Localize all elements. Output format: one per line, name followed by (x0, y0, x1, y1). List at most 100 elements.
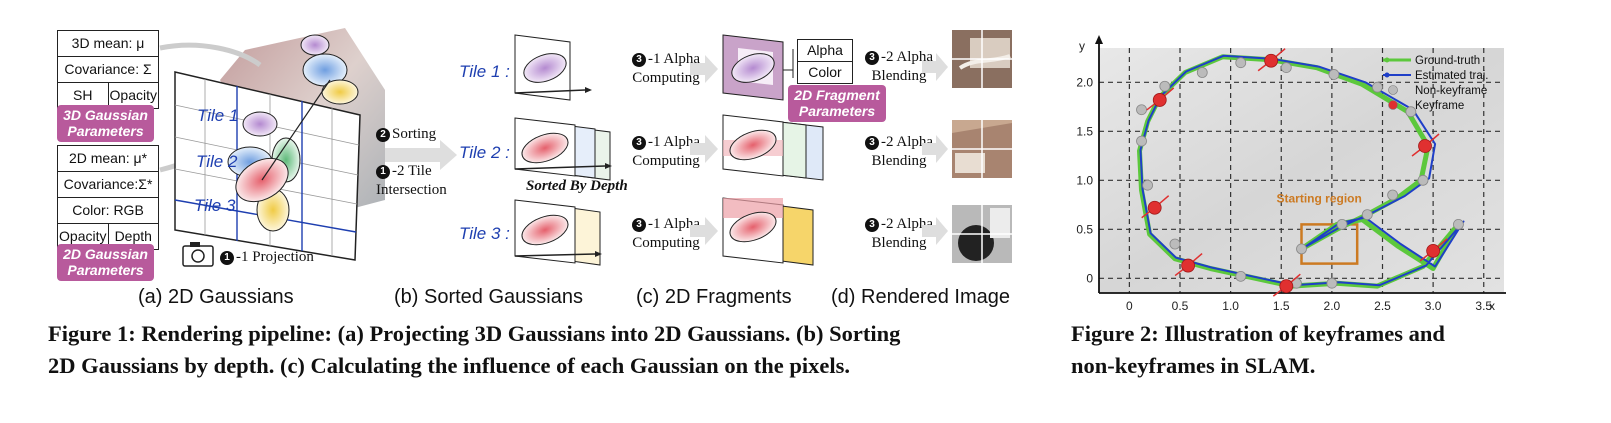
figure-2-caption-line-1: Figure 2: Illustration of keyframes and (1071, 318, 1445, 349)
fragment-tile-1 (723, 35, 783, 100)
nonkeyframe-point (1453, 219, 1463, 229)
nonkeyframe-point (1160, 81, 1170, 91)
step-arrow-ab (385, 140, 460, 170)
alpha-blending-text-2: Blending (872, 68, 927, 84)
params-2d-table: 2D mean: μ* Covariance:Σ* Color: RGB Opa… (57, 145, 159, 250)
keyframe-point (1182, 259, 1195, 272)
nonkeyframe-point (1143, 180, 1153, 190)
tile-3-label-a: Tile 3 (194, 196, 235, 216)
legend-entry-label: Keyframe (1415, 100, 1464, 112)
subcaption-a: (a) 2D Gaussians (138, 286, 294, 309)
params-2d-title: 2D Gaussian Parameters (57, 244, 154, 281)
figure-1-caption-line-2: 2D Gaussians by depth. (c) Calculating t… (48, 350, 850, 381)
y-tick-label: 1.0 (1076, 173, 1093, 187)
panel-a-drawing (150, 20, 385, 285)
mean-2d: 2D mean: μ* (58, 146, 158, 171)
nonkeyframe-point (1388, 190, 1398, 200)
legend-entry-label: Ground-truth (1415, 55, 1480, 67)
step-badge: 3 (865, 136, 879, 150)
alpha-blending-text-2: Blending (872, 153, 927, 169)
nonkeyframe-point (1236, 271, 1246, 281)
x-axis-label: x (1489, 299, 1495, 313)
x-tick-label: 1.5 (1273, 299, 1290, 313)
keyframe-point (1419, 140, 1432, 153)
tile-1-stack (515, 35, 592, 100)
nonkeyframe-point (1197, 68, 1207, 78)
nonkeyframe-point (1329, 69, 1339, 79)
nonkeyframe-point (1297, 244, 1307, 254)
alpha-blending-text-2: Blending (872, 235, 927, 251)
keyframe-point (1427, 244, 1440, 257)
nonkeyframe-point (1137, 105, 1147, 115)
tile-3-stack (515, 200, 602, 265)
nonkeyframe-point (1372, 82, 1382, 92)
legend-swatch-marker (1389, 101, 1398, 110)
sorted-by-depth-label: Sorted By Depth (526, 178, 628, 195)
y-axis-label: y (1079, 39, 1085, 53)
nonkeyframe-point (1337, 219, 1347, 229)
legend-swatch-dot (1385, 58, 1390, 63)
fragment-table: Alpha Color (797, 39, 853, 84)
x-tick-label: 0 (1126, 299, 1133, 313)
gaussian-2d-purple (243, 112, 277, 136)
params-3d-title: 3D Gaussian Parameters (57, 105, 154, 142)
legend-swatch-marker (1389, 86, 1398, 95)
nonkeyframe-point (1362, 210, 1372, 220)
tile-2-label-b: Tile 2 : (459, 143, 510, 163)
starting-region-label: Starting region (1277, 191, 1362, 205)
projection-text: -1 Projection (236, 249, 314, 265)
x-tick-label: 0.5 (1172, 299, 1189, 313)
panel-b-drawing (505, 30, 630, 275)
keyframe-point (1265, 54, 1278, 67)
camera-icon (183, 242, 213, 266)
y-tick-label: 1.5 (1076, 124, 1093, 138)
rendered-image-2 (952, 120, 1012, 178)
y-tick-label: 2.0 (1076, 75, 1093, 89)
fragment-tile-2 (723, 115, 823, 180)
fragment-tile-3 (723, 198, 813, 265)
step-badge: 1 (220, 251, 234, 265)
nonkeyframe-point (1137, 136, 1147, 146)
intersection-text-2: Intersection (376, 182, 447, 198)
gaussian-3d-purple (301, 35, 329, 55)
x-tick-label: 1.0 (1222, 299, 1239, 313)
figure-2-caption-line-2: non-keyframes in SLAM. (1071, 350, 1315, 381)
cov-2d: Covariance:Σ* (58, 172, 158, 197)
cov-3d: Covariance: Σ (58, 57, 158, 82)
step-badge: 3 (865, 218, 879, 232)
step-badge: 3 (865, 51, 879, 65)
y-axis-arrow (1095, 35, 1103, 44)
legend-swatch-dot (1385, 73, 1390, 78)
subcaption-b: (b) Sorted Gaussians (394, 286, 583, 309)
x-tick-label: 2.0 (1324, 299, 1341, 313)
y-tick-label: 0 (1086, 271, 1093, 285)
x-tick-label: 3.0 (1425, 299, 1442, 313)
legend-entry-label: Non-keyframe (1415, 85, 1487, 97)
legend-entry-label: Estimated traj. (1415, 70, 1489, 82)
tile-2-stack (515, 118, 612, 180)
rendered-image-1 (952, 30, 1012, 88)
figure-1-caption-line-1: Figure 1: Rendering pipeline: (a) Projec… (48, 318, 900, 349)
keyframe-point (1148, 201, 1161, 214)
step-arrows-bc (690, 55, 720, 255)
subcaption-c: (c) 2D Fragments (636, 286, 792, 309)
nonkeyframe-point (1418, 175, 1428, 185)
panel-d-images (950, 28, 1020, 278)
color-2d: Color: RGB (58, 198, 158, 223)
keyframe-point (1153, 93, 1166, 106)
tile-3-label-b: Tile 3 : (459, 224, 510, 244)
rendered-image-3 (952, 205, 1012, 263)
tile-2-label-a: Tile 2 (196, 152, 237, 172)
y-tick-label: 0.5 (1076, 222, 1093, 236)
nonkeyframe-point (1327, 278, 1337, 288)
mean-3d: 3D mean: μ (58, 31, 158, 56)
step-badge: 3 (632, 136, 646, 150)
subcaption-d: (d) Rendered Image (831, 286, 1010, 309)
tile-1-label-a: Tile 1 (197, 106, 238, 126)
step-arrows-cd (922, 53, 950, 253)
tile-1-label-b: Tile 1 : (459, 62, 510, 82)
x-tick-label: 2.5 (1374, 299, 1391, 313)
nonkeyframe-point (1170, 239, 1180, 249)
